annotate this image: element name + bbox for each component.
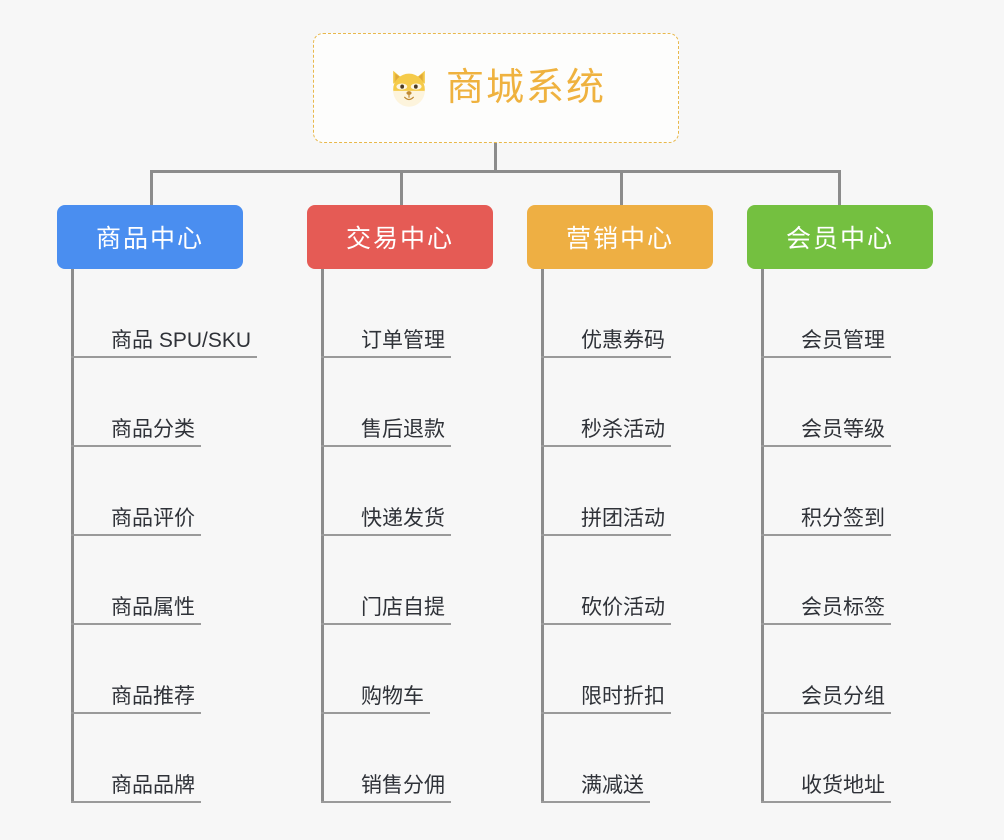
connector-horizontal-bus <box>150 170 841 173</box>
leaf-underline <box>321 356 451 358</box>
leaf-item[interactable]: 快递发货 <box>321 447 493 536</box>
leaf-underline <box>71 356 257 358</box>
leaf-label: 商品 SPU/SKU <box>111 328 252 352</box>
leaf-list-2: 优惠券码 秒杀活动 拼团活动 砍价活动 限时折扣 满减送 <box>541 269 713 803</box>
leaf-item[interactable]: 商品 SPU/SKU <box>71 269 257 358</box>
leaf-trunk-3 <box>761 269 764 803</box>
leaf-underline <box>71 445 201 447</box>
leaf-item[interactable]: 拼团活动 <box>541 447 713 536</box>
leaf-item[interactable]: 限时折扣 <box>541 625 713 714</box>
leaf-underline <box>71 623 201 625</box>
leaf-list-3: 会员管理 会员等级 积分签到 会员标签 会员分组 收货地址 <box>761 269 933 803</box>
leaf-item[interactable]: 满减送 <box>541 714 713 803</box>
leaf-trunk-2 <box>541 269 544 803</box>
connector-root-stem <box>494 143 497 172</box>
leaf-underline <box>761 445 891 447</box>
leaf-label: 会员等级 <box>801 417 885 441</box>
shiba-dog-face-icon <box>386 65 432 111</box>
connector-drop-3 <box>838 170 841 205</box>
category-header-0[interactable]: 商品中心 <box>57 205 243 269</box>
leaf-label: 会员分组 <box>801 684 885 708</box>
leaf-item[interactable]: 会员等级 <box>761 358 933 447</box>
leaf-underline <box>321 712 430 714</box>
leaf-label: 购物车 <box>361 684 424 708</box>
leaf-label: 商品评价 <box>111 506 195 530</box>
category-header-2[interactable]: 营销中心 <box>527 205 713 269</box>
leaf-label: 商品品牌 <box>111 773 195 797</box>
leaf-label: 会员标签 <box>801 595 885 619</box>
leaf-underline <box>71 534 201 536</box>
leaf-label: 优惠券码 <box>581 328 665 352</box>
leaf-underline <box>541 712 671 714</box>
leaf-underline <box>541 801 650 803</box>
leaf-underline <box>761 712 891 714</box>
leaf-item[interactable]: 购物车 <box>321 625 493 714</box>
leaf-underline <box>541 445 671 447</box>
category-header-3[interactable]: 会员中心 <box>747 205 933 269</box>
leaf-item[interactable]: 收货地址 <box>761 714 933 803</box>
leaf-underline <box>541 623 671 625</box>
category-column-0: 商品中心 商品 SPU/SKU 商品分类 商品评价 商品属性 商品推荐 <box>57 205 257 803</box>
leaf-item[interactable]: 会员标签 <box>761 536 933 625</box>
leaf-item[interactable]: 售后退款 <box>321 358 493 447</box>
leaf-item[interactable]: 商品推荐 <box>71 625 257 714</box>
connector-drop-0 <box>150 170 153 205</box>
root-title: 商城系统 <box>445 67 606 109</box>
leaf-underline <box>761 623 891 625</box>
leaf-label: 商品属性 <box>111 595 195 619</box>
connector-drop-2 <box>620 170 623 205</box>
category-column-3: 会员中心 会员管理 会员等级 积分签到 会员标签 会员分组 <box>747 205 933 803</box>
leaf-underline <box>541 356 671 358</box>
leaf-item[interactable]: 秒杀活动 <box>541 358 713 447</box>
leaf-label: 积分签到 <box>801 506 885 530</box>
leaf-item[interactable]: 砍价活动 <box>541 536 713 625</box>
leaf-item[interactable]: 会员管理 <box>761 269 933 358</box>
leaf-label: 会员管理 <box>801 328 885 352</box>
category-column-1: 交易中心 订单管理 售后退款 快递发货 门店自提 购物车 <box>307 205 493 803</box>
leaf-list-0: 商品 SPU/SKU 商品分类 商品评价 商品属性 商品推荐 商品品牌 <box>71 269 257 803</box>
leaf-label: 限时折扣 <box>581 684 665 708</box>
leaf-underline <box>761 534 891 536</box>
leaf-item[interactable]: 商品品牌 <box>71 714 257 803</box>
leaf-trunk-1 <box>321 269 324 803</box>
leaf-label: 订单管理 <box>361 328 445 352</box>
category-header-1[interactable]: 交易中心 <box>307 205 493 269</box>
leaf-label: 销售分佣 <box>361 773 445 797</box>
leaf-label: 门店自提 <box>361 595 445 619</box>
leaf-item[interactable]: 门店自提 <box>321 536 493 625</box>
leaf-label: 满减送 <box>581 773 644 797</box>
leaf-underline <box>321 534 451 536</box>
leaf-item[interactable]: 商品评价 <box>71 447 257 536</box>
connector-drop-1 <box>400 170 403 205</box>
leaf-item[interactable]: 商品属性 <box>71 536 257 625</box>
leaf-underline <box>71 712 201 714</box>
category-column-2: 营销中心 优惠券码 秒杀活动 拼团活动 砍价活动 限时折扣 <box>527 205 713 803</box>
leaf-list-1: 订单管理 售后退款 快递发货 门店自提 购物车 销售分佣 <box>321 269 493 803</box>
leaf-trunk-0 <box>71 269 74 803</box>
leaf-underline <box>71 801 201 803</box>
leaf-underline <box>761 801 891 803</box>
leaf-item[interactable]: 会员分组 <box>761 625 933 714</box>
leaf-underline <box>761 356 891 358</box>
leaf-label: 商品推荐 <box>111 684 195 708</box>
leaf-underline <box>321 623 451 625</box>
leaf-item[interactable]: 订单管理 <box>321 269 493 358</box>
root-node[interactable]: 商城系统 <box>313 33 679 143</box>
leaf-label: 秒杀活动 <box>581 417 665 441</box>
leaf-underline <box>321 445 451 447</box>
leaf-underline <box>541 534 671 536</box>
leaf-label: 快递发货 <box>361 506 445 530</box>
leaf-label: 售后退款 <box>361 417 445 441</box>
leaf-label: 拼团活动 <box>581 506 665 530</box>
leaf-item[interactable]: 销售分佣 <box>321 714 493 803</box>
leaf-item[interactable]: 商品分类 <box>71 358 257 447</box>
leaf-label: 收货地址 <box>801 773 885 797</box>
leaf-item[interactable]: 优惠券码 <box>541 269 713 358</box>
leaf-label: 商品分类 <box>111 417 195 441</box>
leaf-label: 砍价活动 <box>581 595 665 619</box>
leaf-underline <box>321 801 451 803</box>
leaf-item[interactable]: 积分签到 <box>761 447 933 536</box>
